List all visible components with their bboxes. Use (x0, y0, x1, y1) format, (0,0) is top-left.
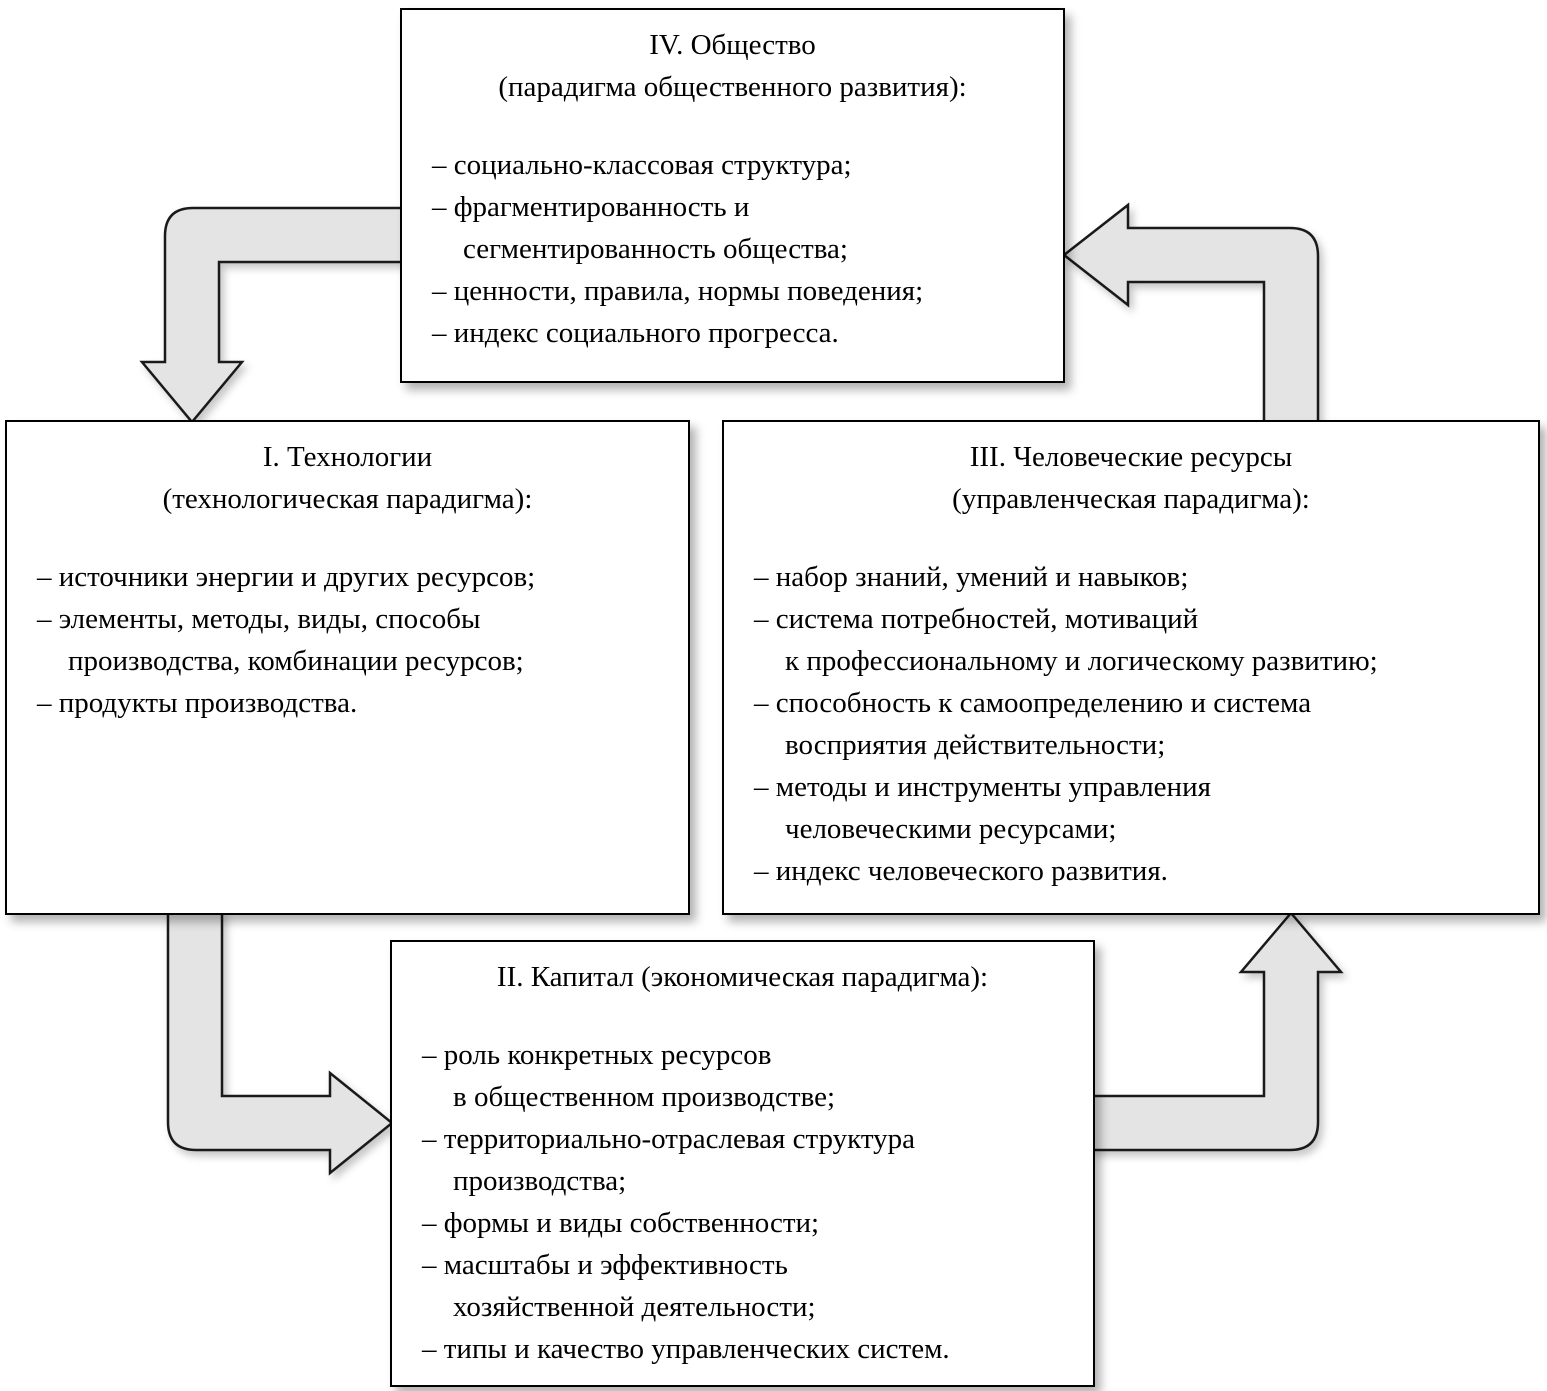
box-human-resources: III. Человеческие ресурсы (управленческая… (722, 420, 1540, 915)
list-item: – масштабы и эффективность хозяйственной… (422, 1249, 816, 1323)
title-line: I. Технологии (262, 441, 433, 473)
list-item: – территориально-отраслевая структура пр… (422, 1123, 916, 1197)
box-capital-title: II. Капитал (экономическая парадигма): (392, 956, 1093, 998)
title-line: (парадигма общественного развития): (498, 71, 967, 103)
arrow-capital-to-human-resources (1088, 911, 1344, 1152)
title-line: IV. Общество (649, 29, 816, 61)
box-technology-items: – источники энергии и других ресурсов; – … (7, 556, 688, 724)
title-line: (технологическая парадигма): (162, 483, 533, 515)
box-human-resources-title: III. Человеческие ресурсы (управленческая… (724, 436, 1538, 520)
list-item: – элементы, методы, виды, способы произв… (37, 603, 524, 677)
arrow-human-resources-to-society (1061, 202, 1320, 427)
list-item: – фрагментированность и сегментированнос… (432, 191, 848, 265)
list-item: – индекс человеческого развития. (754, 855, 1168, 887)
list-item: – типы и качество управленческих систем. (422, 1333, 950, 1365)
list-item: – источники энергии и других ресурсов; (37, 561, 536, 593)
list-item: – набор знаний, умений и навыков; (754, 561, 1189, 593)
box-capital-items: – роль конкретных ресурсов в общественно… (392, 1034, 1093, 1370)
title-line: III. Человеческие ресурсы (969, 441, 1293, 473)
box-human-resources-items: – набор знаний, умений и навыков; – систе… (724, 556, 1538, 892)
title-line: (управленческая парадигма): (952, 483, 1310, 515)
box-society-title: IV. Общество (парадигма общественного раз… (402, 24, 1063, 108)
box-society-items: – социально-классовая структура; – фрагме… (402, 144, 1063, 354)
box-capital: II. Капитал (экономическая парадигма): –… (390, 940, 1095, 1387)
box-technology: I. Технологии (технологическая парадигма)… (5, 420, 690, 915)
list-item: – продукты производства. (37, 687, 358, 719)
box-society: IV. Общество (парадигма общественного раз… (400, 8, 1065, 383)
title-line: II. Капитал (экономическая парадигма): (496, 961, 989, 993)
arrow-society-to-technology (139, 206, 407, 424)
list-item: – методы и инструменты управления челове… (754, 771, 1211, 845)
arrow-technology-to-capital (166, 908, 394, 1176)
list-item: – роль конкретных ресурсов в общественно… (422, 1039, 836, 1113)
box-technology-title: I. Технологии (технологическая парадигма)… (7, 436, 688, 520)
list-item: – формы и виды собственности; (422, 1207, 820, 1239)
list-item: – система потребностей, мотиваций к проф… (754, 603, 1378, 677)
list-item: – социально-классовая структура; (432, 149, 852, 181)
list-item: – индекс социального прогресса. (432, 317, 839, 349)
list-item: – ценности, правила, нормы поведения; (432, 275, 924, 307)
list-item: – способность к самоопределению и систем… (754, 687, 1312, 761)
